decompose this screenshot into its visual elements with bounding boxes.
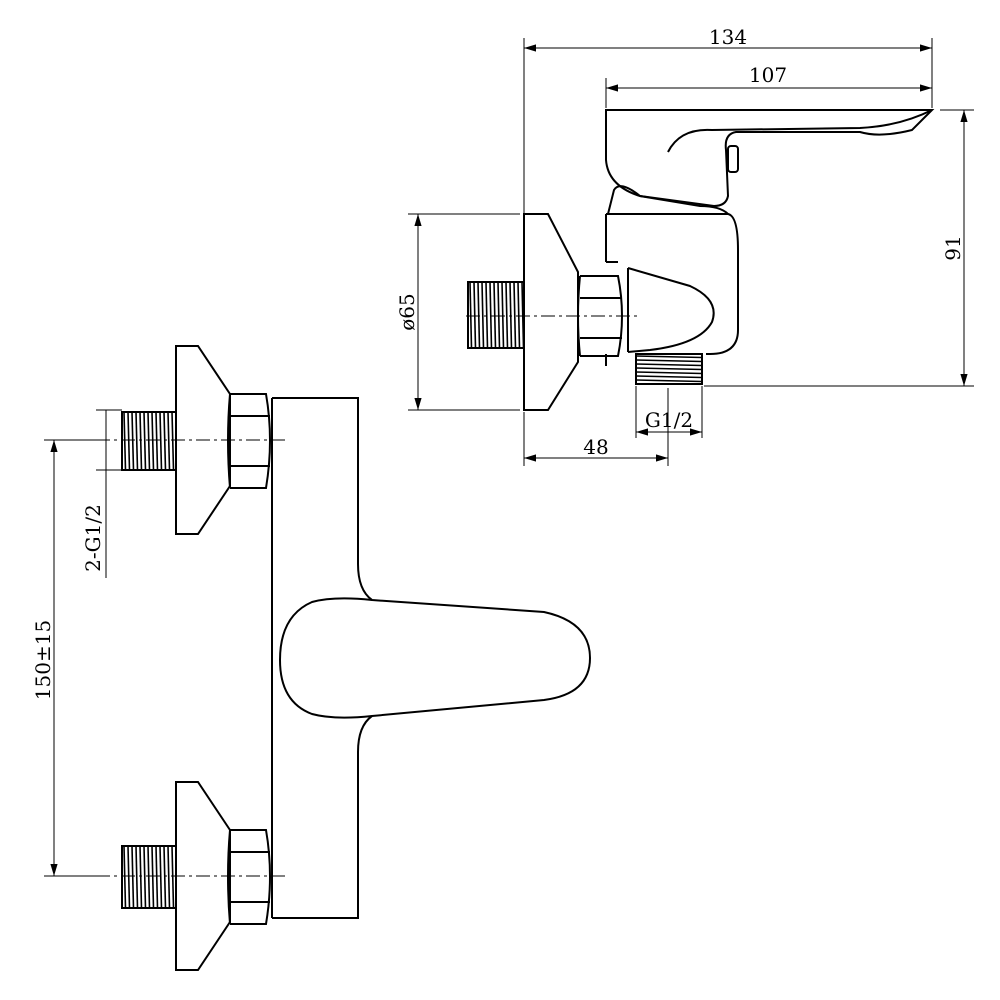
thread-line — [123, 411, 127, 471]
thread-line — [501, 281, 505, 349]
thread-line — [159, 411, 163, 471]
thread-line — [155, 411, 159, 471]
thread-line — [139, 411, 143, 471]
front-handle — [278, 597, 592, 719]
side-cone — [627, 267, 715, 353]
side-view: 134 107 91 ø65 48 — [395, 25, 974, 466]
thread-line — [131, 411, 135, 471]
thread-line — [139, 845, 143, 909]
thread-line — [497, 281, 501, 349]
thread-line — [635, 379, 703, 383]
thread-line — [469, 281, 473, 349]
thread-line — [147, 845, 151, 909]
dim-inlet-spacing-label: 150±15 — [31, 620, 55, 700]
dim-flange-diameter: ø65 — [395, 213, 520, 411]
thread-line — [171, 411, 175, 471]
side-handle — [605, 109, 935, 208]
thread-line — [635, 371, 703, 375]
front-upper-nut — [227, 393, 271, 489]
dim-inlet-spacing: 150±15 — [31, 439, 96, 877]
thread-line — [635, 359, 703, 363]
dim-overall-depth-label: 134 — [709, 25, 747, 49]
dim-outlet-thread: G1/2 — [635, 386, 703, 438]
side-wall-flange — [523, 213, 579, 411]
dim-height-label: 91 — [941, 235, 965, 260]
side-handle-screw — [727, 145, 739, 173]
thread-line — [635, 367, 703, 371]
dim-handle-length-label: 107 — [749, 63, 787, 87]
thread-line — [521, 281, 525, 349]
thread-line — [151, 411, 155, 471]
thread-line — [143, 411, 147, 471]
thread-line — [159, 845, 163, 909]
thread-line — [155, 845, 159, 909]
thread-line — [131, 845, 135, 909]
front-lower-nut — [227, 829, 271, 925]
thread-line — [151, 845, 155, 909]
dim-height: 91 — [704, 109, 974, 387]
thread-line — [635, 375, 703, 379]
dim-flange-diameter-label: ø65 — [395, 293, 419, 331]
dim-outlet-thread-label: G1/2 — [645, 408, 693, 432]
thread-line — [123, 845, 127, 909]
dim-outlet-offset: 48 — [523, 388, 669, 466]
thread-line — [509, 281, 513, 349]
thread-line — [505, 281, 509, 349]
thread-line — [481, 281, 485, 349]
thread-line — [473, 281, 477, 349]
thread-line — [127, 411, 131, 471]
thread-line — [493, 281, 497, 349]
thread-line — [127, 845, 131, 909]
thread-line — [517, 281, 521, 349]
front-lower-inlet — [96, 781, 288, 971]
thread-line — [635, 363, 703, 367]
thread-line — [485, 281, 489, 349]
front-view: 2-G1/2 150±15 — [31, 345, 592, 971]
thread-line — [635, 355, 703, 359]
dim-handle-length: 107 — [605, 63, 932, 108]
front-upper-inlet — [96, 345, 288, 535]
thread-line — [147, 411, 151, 471]
thread-line — [135, 845, 139, 909]
front-body — [272, 397, 373, 919]
dim-inlet-threads-label: 2-G1/2 — [81, 504, 105, 572]
thread-line — [143, 845, 147, 909]
thread-line — [513, 281, 517, 349]
side-outlet-thread — [635, 353, 703, 385]
dim-inlet-threads: 2-G1/2 — [81, 409, 122, 578]
thread-line — [163, 411, 167, 471]
thread-line — [171, 845, 175, 909]
thread-line — [489, 281, 493, 349]
thread-line — [167, 845, 171, 909]
dim-outlet-offset-label: 48 — [583, 435, 608, 459]
side-body — [605, 213, 739, 366]
dim-overall-depth: 134 — [523, 25, 933, 214]
thread-line — [163, 845, 167, 909]
thread-line — [167, 411, 171, 471]
thread-line — [477, 281, 481, 349]
side-inlet-thread — [467, 281, 525, 349]
thread-line — [135, 411, 139, 471]
